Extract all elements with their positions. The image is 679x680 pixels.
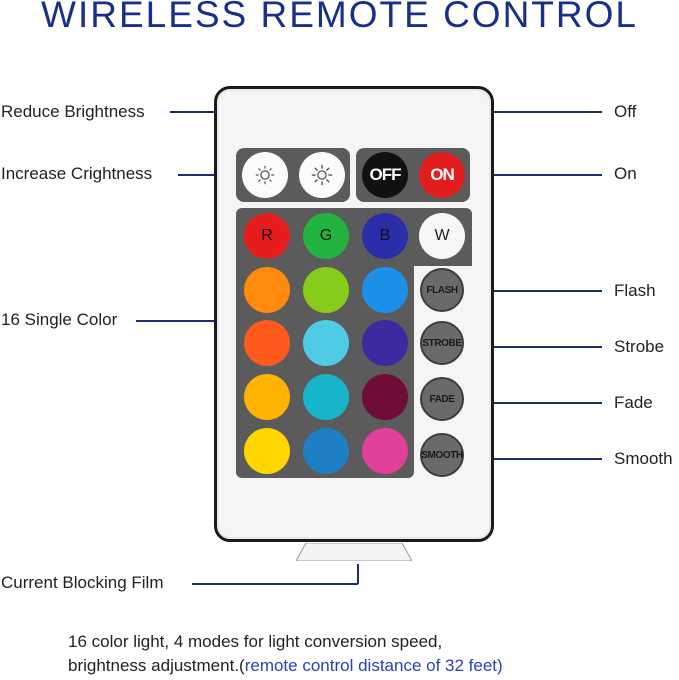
leader-line-flash — [470, 290, 602, 292]
strobe-button[interactable]: STROBE — [420, 321, 464, 365]
color-button[interactable] — [303, 428, 349, 474]
leader-line-film-rise — [357, 564, 359, 584]
smooth-button[interactable]: SMOOTH — [420, 433, 464, 477]
color-button[interactable] — [303, 267, 349, 313]
label-on: On — [614, 164, 637, 183]
label-strobe: Strobe — [614, 337, 665, 356]
label-current-blocking-film: Current Blocking Film — [1, 573, 164, 592]
sun-bright-icon — [311, 164, 333, 186]
label-off: Off — [614, 102, 637, 121]
label-smooth: Smooth — [614, 449, 673, 468]
blue-button[interactable]: B — [362, 213, 408, 259]
flash-button[interactable]: FLASH — [420, 268, 464, 312]
footer-line-2-accent: remote control distance of 32 feet) — [244, 656, 503, 675]
fade-button[interactable]: FADE — [420, 377, 464, 421]
color-button[interactable] — [362, 267, 408, 313]
footer-line-2: brightness adjustment.(remote control di… — [68, 656, 503, 676]
leader-line-fade — [470, 402, 602, 404]
page-title: WIRELESS REMOTE CONTROL — [41, 0, 638, 35]
off-button[interactable]: OFF — [362, 152, 408, 198]
increase-brightness-button[interactable] — [299, 152, 345, 198]
label-fade: Fade — [614, 393, 653, 412]
color-button[interactable] — [244, 374, 290, 420]
color-button[interactable] — [303, 374, 349, 420]
leader-line-on — [470, 174, 602, 176]
color-button[interactable] — [303, 320, 349, 366]
footer-line-2-main: brightness adjustment.( — [68, 656, 245, 675]
on-button[interactable]: ON — [419, 152, 465, 198]
label-single-color: 16 Single Color — [1, 310, 118, 329]
label-increase-brightness: Increase Crightness — [1, 164, 153, 183]
color-button[interactable] — [362, 320, 408, 366]
reduce-brightness-button[interactable] — [242, 152, 288, 198]
green-button[interactable]: G — [303, 213, 349, 259]
sun-dim-icon — [255, 165, 275, 185]
leader-line-smooth — [470, 458, 602, 460]
red-button[interactable]: R — [244, 213, 290, 259]
white-button[interactable]: W — [419, 213, 465, 259]
label-reduce-brightness: Reduce Brightness — [1, 102, 145, 121]
color-button[interactable] — [244, 320, 290, 366]
color-button[interactable] — [244, 428, 290, 474]
footer-line-1: 16 color light, 4 modes for light conver… — [68, 632, 443, 651]
color-button[interactable] — [362, 374, 408, 420]
color-button[interactable] — [362, 428, 408, 474]
leader-line-single-color — [136, 320, 236, 322]
current-blocking-film — [296, 543, 412, 561]
color-button[interactable] — [244, 267, 290, 313]
leader-line-strobe — [470, 346, 602, 348]
leader-line-film — [192, 583, 358, 585]
label-flash: Flash — [614, 281, 656, 300]
leader-line-increase — [178, 174, 236, 176]
